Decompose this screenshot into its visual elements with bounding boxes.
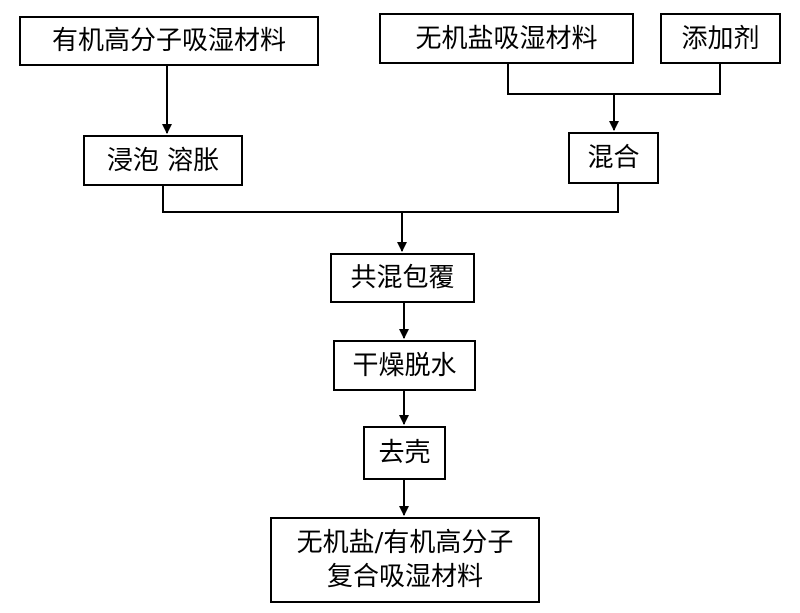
node-remove-shell: 去壳 <box>363 426 446 480</box>
node-organic-polymer: 有机高分子吸湿材料 <box>19 16 319 66</box>
node-additive: 添加剂 <box>660 13 781 64</box>
edge-soak-mix-merge <box>162 184 619 213</box>
node-dry-dewater-label: 干燥脱水 <box>352 350 457 381</box>
node-additive-label: 添加剂 <box>681 23 760 54</box>
node-co-mix-coat: 共混包覆 <box>330 253 475 303</box>
node-mix-label: 混合 <box>587 143 640 173</box>
node-inorganic-salt-label: 无机盐吸湿材料 <box>415 23 598 54</box>
node-final-product: 无机盐/有机高分子 复合吸湿材料 <box>270 517 540 603</box>
edge-inorganic-additive-merge <box>507 64 721 95</box>
node-mix: 混合 <box>568 132 659 184</box>
node-soak-swell-label: 浸泡 溶胀 <box>106 145 220 176</box>
node-remove-shell-label: 去壳 <box>378 438 431 468</box>
node-co-mix-coat-label: 共混包覆 <box>350 263 455 293</box>
node-final-product-line1: 无机盐/有机高分子 <box>296 528 514 558</box>
node-inorganic-salt: 无机盐吸湿材料 <box>379 13 634 64</box>
node-organic-polymer-label: 有机高分子吸湿材料 <box>51 26 286 56</box>
node-soak-swell: 浸泡 溶胀 <box>83 135 243 186</box>
node-dry-dewater: 干燥脱水 <box>333 340 476 391</box>
node-final-product-line2: 复合吸湿材料 <box>326 562 483 592</box>
